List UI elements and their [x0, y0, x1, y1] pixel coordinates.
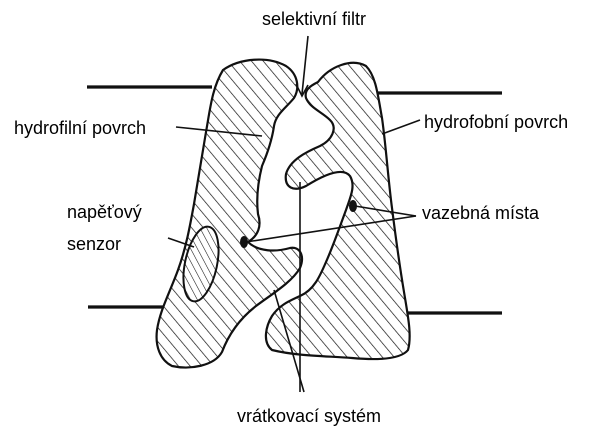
label-selective-filter: selektivní filtr — [262, 9, 366, 29]
label-voltage-sensor-line2: senzor — [67, 234, 121, 254]
label-hydrophobic-surface: hydrofobní povrch — [424, 112, 568, 132]
label-binding-sites: vazebná místa — [422, 203, 540, 223]
label-hydrophilic-surface: hydrofilní povrch — [14, 118, 146, 138]
leader-hydrophobic — [382, 120, 420, 134]
label-voltage-sensor-line1: napěťový — [67, 202, 142, 222]
label-gating-system: vrátkovací systém — [237, 406, 381, 426]
